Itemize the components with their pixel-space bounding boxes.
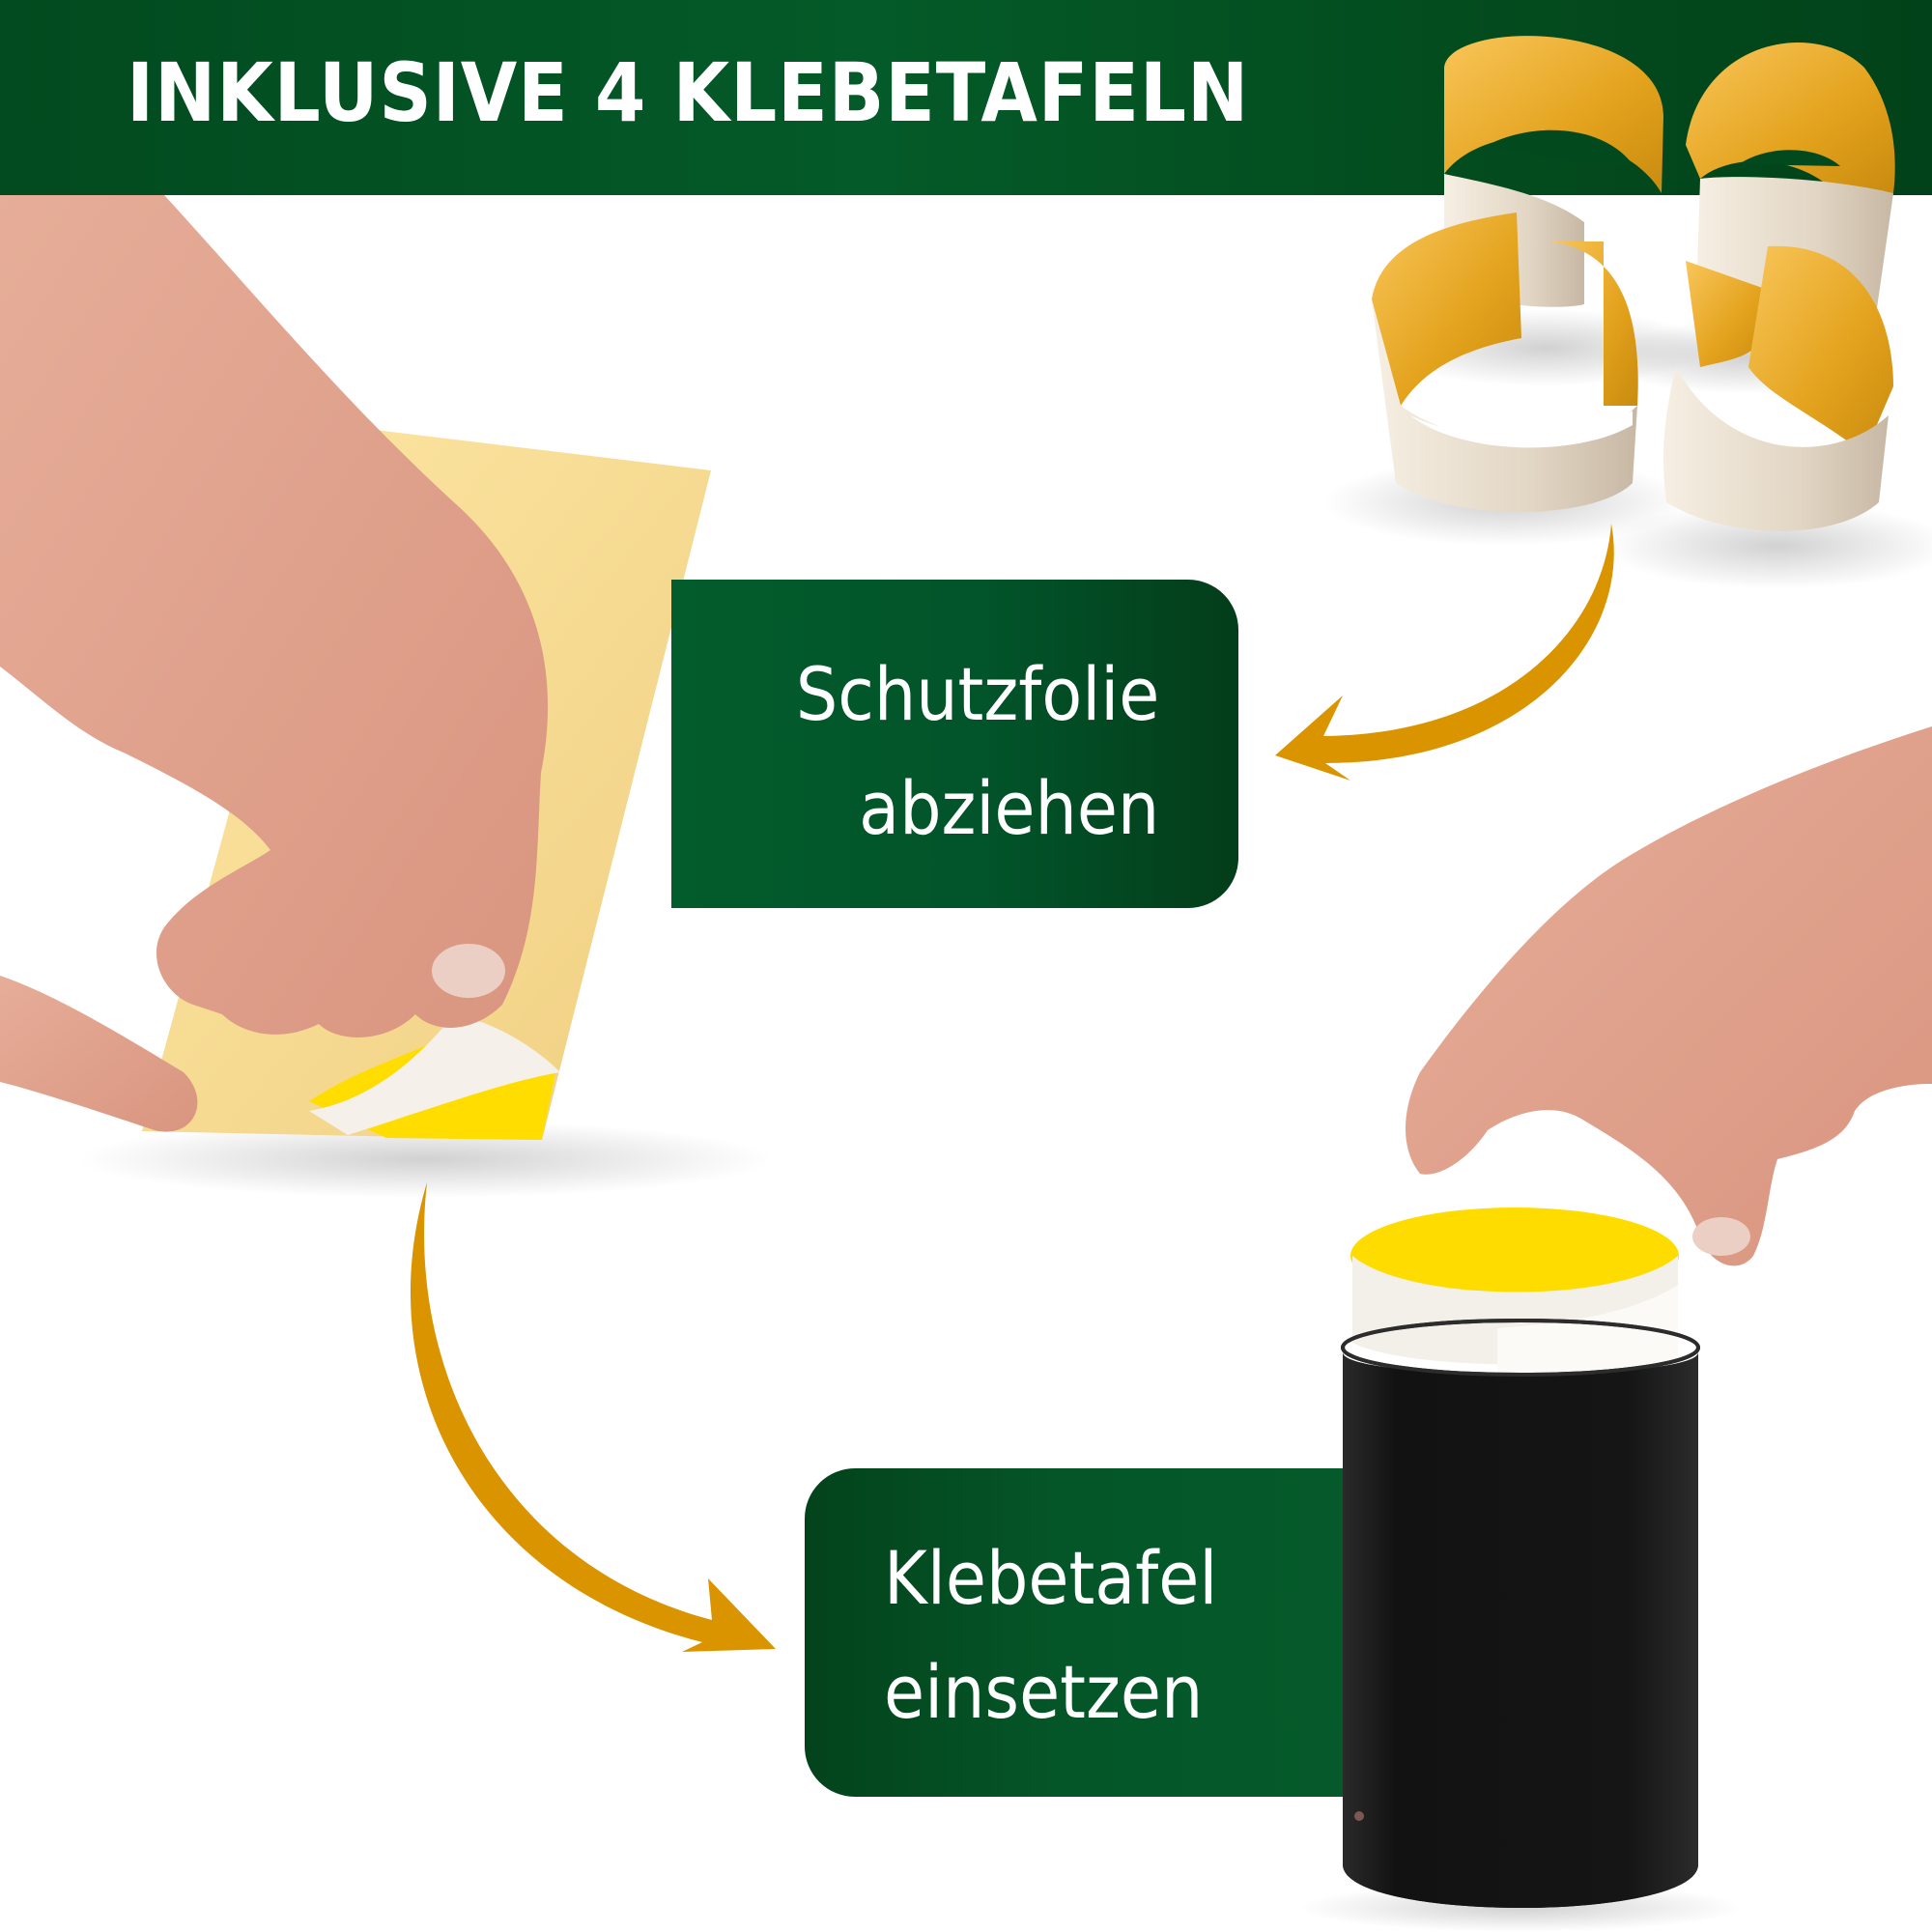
step-label: Klebetafel einsetzen — [884, 1521, 1217, 1749]
left-hand-illustration — [0, 195, 549, 1132]
step-label-line2: abziehen — [858, 765, 1159, 851]
step-box-peel-film: Schutzfolie abziehen — [671, 580, 1238, 908]
glue-strip-icon — [1604, 245, 1932, 589]
step-label: Schutzfolie abziehen — [796, 638, 1159, 866]
step-box-insert-board: Klebetafel einsetzen — [805, 1468, 1384, 1797]
step-label-line2: einsetzen — [884, 1649, 1204, 1735]
glue-strips-group — [1323, 36, 1932, 589]
curved-arrow-icon — [1275, 524, 1614, 781]
right-hand-illustration — [1406, 726, 1932, 1266]
page-title: INKLUSIVE 4 KLEBETAFELN — [127, 45, 1250, 140]
step-label-line1: Klebetafel — [884, 1535, 1218, 1621]
glue-strip-icon — [1323, 213, 1690, 546]
step-label-line1: Schutzfolie — [795, 651, 1159, 737]
curved-arrow-icon — [410, 1182, 776, 1652]
